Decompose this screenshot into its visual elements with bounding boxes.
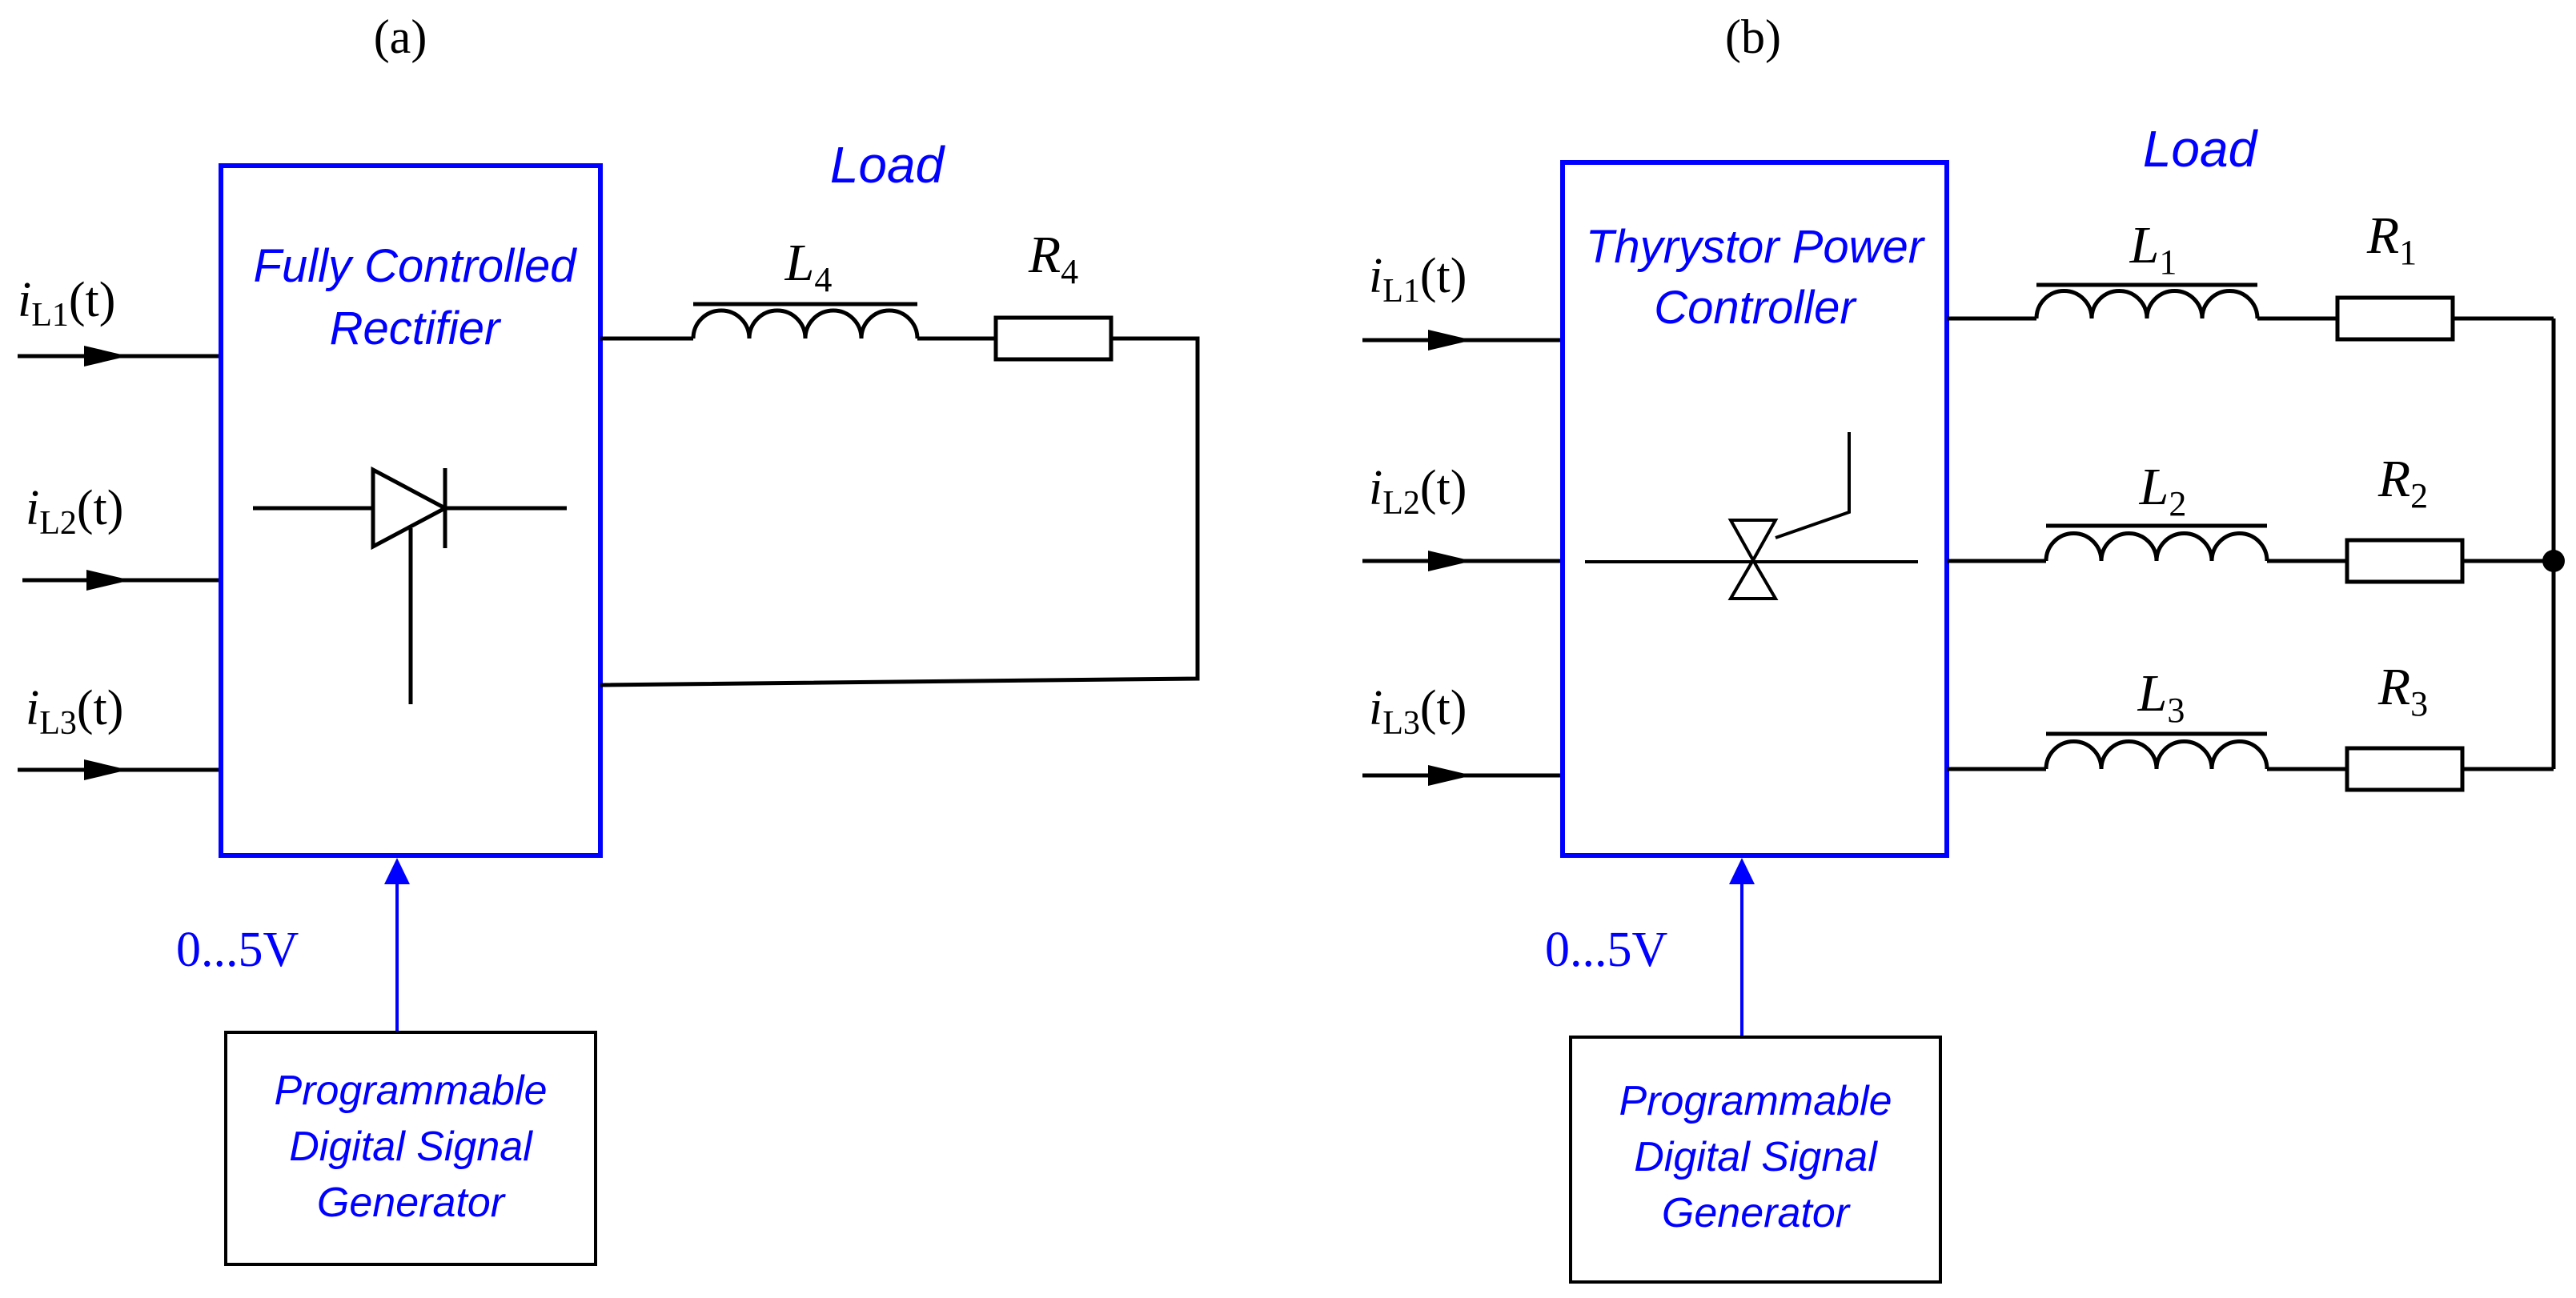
voltage-label-b: 0...5V xyxy=(1545,923,1668,977)
arrow-up-icon xyxy=(1729,858,1755,884)
inductor-L1-label: L1 xyxy=(2129,216,2177,282)
resistor-R1-label: R1 xyxy=(2366,206,2417,272)
resistor-R3-label: R3 xyxy=(2377,658,2428,723)
arrow-icon xyxy=(1428,330,1472,351)
input-label-1: iL1(t) xyxy=(1369,249,1467,310)
inductor-L2-icon xyxy=(2044,523,2269,562)
signal-generator-a xyxy=(224,1031,597,1266)
generator-line3-b: Generator xyxy=(1662,1190,1852,1236)
return-wire xyxy=(600,336,1200,687)
input-label-2: iL2(t) xyxy=(26,481,123,542)
star-node-icon xyxy=(2542,550,2565,572)
input-label-3: iL3(t) xyxy=(26,681,123,742)
input-label-1: iL1(t) xyxy=(18,273,115,334)
thyristor-icon xyxy=(253,466,567,704)
load-label-a: Load xyxy=(830,136,946,194)
resistor-R2-icon xyxy=(2345,538,2465,584)
load-label-b: Load xyxy=(2143,120,2259,178)
resistor-R4-icon xyxy=(993,315,1113,362)
panel-a-inputs: iL1(t) iL2(t) iL3(t) xyxy=(18,273,226,780)
controller-title-line2: Controller xyxy=(1654,282,1857,334)
controller-title-line1: Thyrystor Power xyxy=(1586,221,1926,273)
rectifier-title-line2: Rectifier xyxy=(330,302,502,355)
panel-a: (a) iL1(t) iL2(t) iL3(t) Fully Controlle… xyxy=(18,10,1200,1266)
arrow-up-icon xyxy=(384,858,410,884)
resistor-R3-icon xyxy=(2345,746,2465,792)
arrow-icon xyxy=(84,759,128,780)
panel-b-label: (b) xyxy=(1725,10,1781,63)
signal-generator-b xyxy=(1569,1036,1942,1284)
panel-b: (b) iL1(t) iL2(t) iL3(t) Thyrystor Power… xyxy=(1362,10,2565,1284)
panel-a-label: (a) xyxy=(374,10,427,63)
resistor-R1-icon xyxy=(2335,295,2455,342)
panel-b-inputs: iL1(t) iL2(t) iL3(t) xyxy=(1362,249,1563,786)
generator-line3-a: Generator xyxy=(317,1180,507,1226)
arrow-icon xyxy=(1428,765,1472,786)
generator-line1-a: Programmable xyxy=(274,1068,547,1114)
controller-block xyxy=(1560,160,1949,858)
arrow-icon xyxy=(86,570,130,591)
arrow-icon xyxy=(84,346,128,367)
inductor-L3-icon xyxy=(2044,731,2269,770)
arrow-icon xyxy=(1428,551,1472,571)
input-label-2: iL2(t) xyxy=(1369,461,1467,522)
triac-icon xyxy=(1585,432,1918,600)
inductor-L4-label: L4 xyxy=(784,234,833,299)
inductor-L2-label: L2 xyxy=(2139,458,2187,523)
resistor-R2-label: R2 xyxy=(2377,450,2428,515)
generator-line1-b: Programmable xyxy=(1619,1078,1892,1124)
generator-line2-b: Digital Signal xyxy=(1634,1134,1878,1180)
generator-line2-a: Digital Signal xyxy=(289,1124,533,1170)
resistor-R4-label: R4 xyxy=(1028,226,1078,291)
inductor-L1-icon xyxy=(2034,282,2260,319)
voltage-label-a: 0...5V xyxy=(176,923,299,977)
inductor-L3-label: L3 xyxy=(2137,664,2185,730)
rectifier-title-line1: Fully Controlled xyxy=(254,240,578,292)
input-label-3: iL3(t) xyxy=(1369,681,1467,742)
inductor-L4-icon xyxy=(691,302,920,339)
